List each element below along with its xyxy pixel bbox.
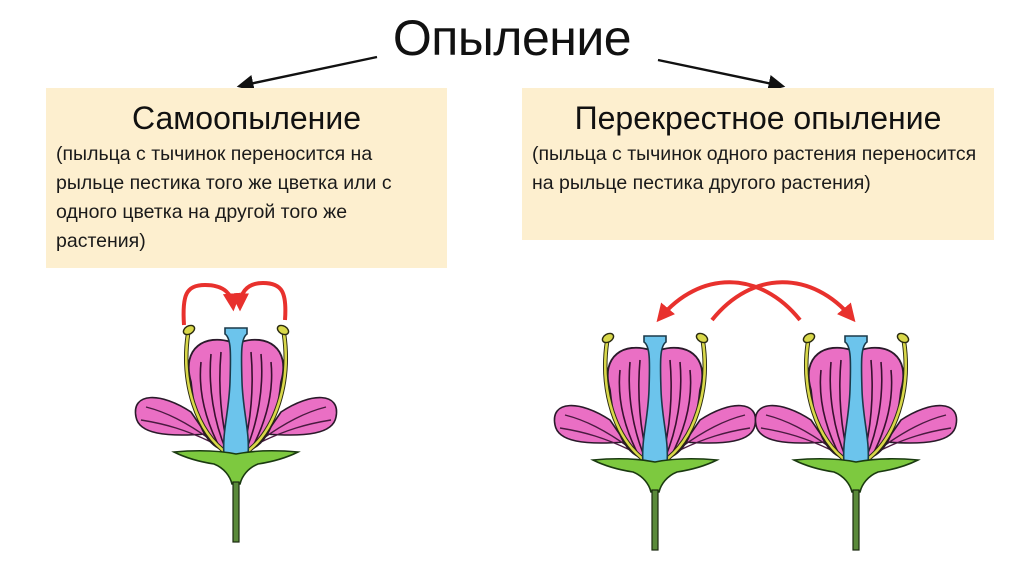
cross-pollination-flower-left <box>554 332 755 550</box>
cross-pollination-box: Перекрестное опыление (пыльца с тычинок … <box>522 88 994 240</box>
cross-pollination-flower-right <box>755 332 956 550</box>
cross-pollination-heading: Перекрестное опыление <box>574 100 942 136</box>
self-pollination-heading: Самоопыление <box>132 100 361 136</box>
self-pollination-box: Самоопыление (пыльца с тычинок переносит… <box>46 88 447 268</box>
arrow-to-self-pollination <box>236 55 378 92</box>
cross-pollination-description: (пыльца с тычинок одного растения перено… <box>532 143 977 194</box>
self-pollination-arrow-left <box>181 282 241 326</box>
cross-pollination-arrow-to-left <box>656 280 802 323</box>
cross-pollination-arrow-to-right <box>710 280 856 323</box>
page-title: Опыление <box>392 10 632 66</box>
self-pollination-flower <box>135 324 336 542</box>
arrow-to-cross-pollination <box>657 58 786 92</box>
self-pollination-arrow-right <box>231 280 288 321</box>
self-pollination-description: (пыльца с тычинок переносится на рыльце … <box>56 143 392 252</box>
